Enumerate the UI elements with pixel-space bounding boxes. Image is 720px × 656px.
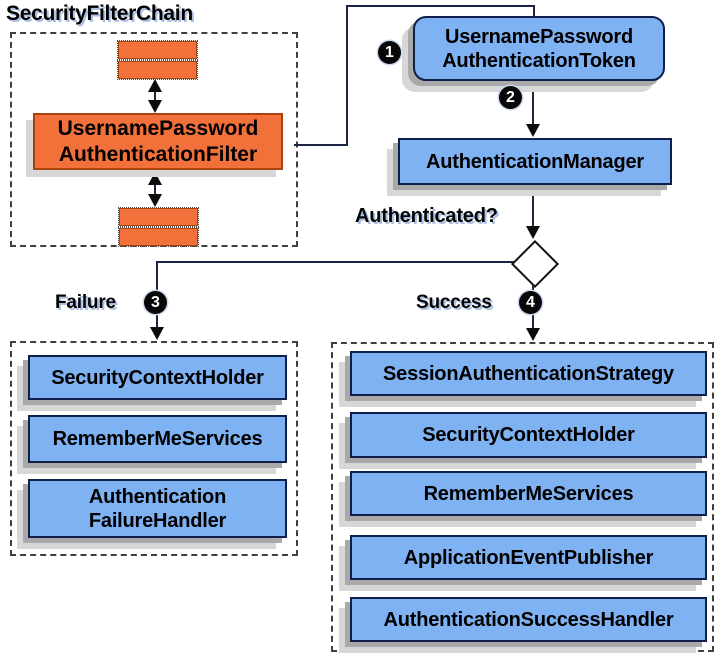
authenticated-label: Authenticated? [355, 205, 498, 227]
filter-bar [117, 60, 198, 80]
token-box-label-line1: UsernamePassword [444, 25, 633, 48]
arrow-up-icon [148, 172, 162, 185]
step-2-badge: 2 [499, 86, 522, 109]
flow-connector [346, 5, 348, 146]
decision-diamond [510, 239, 560, 289]
arrow-up-icon [148, 79, 162, 92]
box-label: RememberMeServices [423, 482, 634, 505]
box-label: RememberMeServices [52, 428, 263, 450]
flow-connector [533, 5, 535, 18]
box-label: SessionAuthenticationStrategy [383, 362, 674, 385]
username-password-authentication-token-box: UsernamePassword AuthenticationToken [413, 16, 665, 81]
filter-bar [118, 227, 199, 247]
step-3-badge: 3 [144, 291, 167, 314]
box-label: SecurityContextHolder [422, 424, 635, 446]
session-authentication-strategy-box: SessionAuthenticationStrategy [350, 351, 707, 396]
remember-me-services-box: RememberMeServices [350, 471, 707, 516]
security-context-holder-box: SecurityContextHolder [28, 355, 287, 400]
filter-box-label-line1: UsernamePassword [57, 116, 259, 140]
flow-connector [532, 185, 534, 228]
bidirectional-arrow-shaft [154, 84, 156, 108]
arrow-down-icon [526, 328, 540, 341]
filter-bar [118, 207, 199, 227]
security-filter-chain-title: SecurityFilterChain [6, 2, 193, 25]
box-label: ApplicationEventPublisher [403, 546, 654, 569]
flow-connector [346, 5, 535, 7]
filter-box-label-line2: AuthenticationFilter [58, 142, 258, 166]
application-event-publisher-box: ApplicationEventPublisher [350, 535, 707, 580]
success-label: Success [416, 292, 492, 313]
flow-connector [532, 81, 534, 126]
failure-handlers-panel [10, 341, 298, 556]
security-filter-chain-panel [10, 32, 298, 247]
flow-connector [157, 261, 514, 263]
box-label: AuthenticationSuccessHandler [383, 608, 674, 631]
arrow-down-icon [148, 194, 162, 207]
step-4-badge: 4 [519, 291, 542, 314]
flow-connector [294, 144, 348, 146]
arrow-down-icon [526, 226, 540, 239]
security-context-holder-box: SecurityContextHolder [350, 412, 707, 458]
authentication-manager-label: AuthenticationManager [425, 150, 645, 173]
bidirectional-arrow-shaft [154, 178, 156, 200]
filter-bar [117, 40, 198, 60]
box-label-line2: FailureHandler [88, 509, 227, 532]
token-box-label-line2: AuthenticationToken [442, 49, 636, 72]
authentication-failure-handler-box: Authentication FailureHandler [28, 479, 287, 538]
username-password-authentication-filter-box: UsernamePassword AuthenticationFilter [33, 113, 283, 170]
success-handlers-panel [331, 342, 714, 652]
box-label-line1: Authentication [88, 485, 227, 508]
step-1-badge: 1 [378, 41, 401, 64]
arrow-down-icon [526, 124, 540, 137]
authentication-manager-box: AuthenticationManager [398, 138, 672, 185]
authentication-success-handler-box: AuthenticationSuccessHandler [350, 597, 707, 642]
box-label: SecurityContextHolder [51, 366, 264, 389]
remember-me-services-box: RememberMeServices [28, 415, 287, 463]
arrow-down-icon [150, 327, 164, 340]
arrow-down-icon [148, 100, 162, 113]
failure-label: Failure [55, 292, 116, 313]
